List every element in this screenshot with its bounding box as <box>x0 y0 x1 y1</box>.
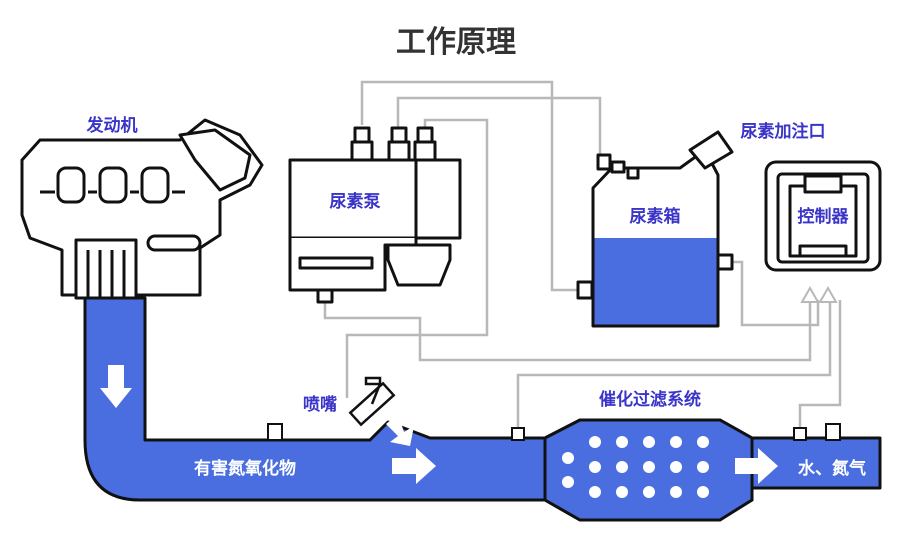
urea-tank-icon <box>576 130 734 328</box>
wire-sensor-controller-2 <box>798 300 842 428</box>
pump-conn-2 <box>390 126 408 144</box>
tank-conn-2 <box>610 160 626 174</box>
sensor-3 <box>793 427 807 441</box>
labels: 工作原理 发动机 尿素泵 尿素箱 尿素加注口 控制器 喷嘴 催化过滤系统 有害氮… <box>86 25 867 479</box>
wire-sensor-controller-1 <box>516 300 832 428</box>
nozzle-stem <box>370 383 382 405</box>
label-urea-tank: 尿素箱 <box>630 206 681 227</box>
sensor-2 <box>511 427 525 441</box>
engine-base <box>74 238 138 300</box>
exhaust-pipe <box>83 296 882 522</box>
pump-filter <box>386 243 452 287</box>
tank-conn-1 <box>596 153 612 171</box>
wire-pump-controller <box>323 300 812 362</box>
tank-liquid <box>593 238 718 326</box>
label-controller: 控制器 <box>798 206 850 227</box>
engine-cyl-1 <box>56 166 86 204</box>
controller-panel <box>788 184 858 258</box>
tank-side-port <box>576 280 594 300</box>
flow-arrow-right-2 <box>735 448 778 484</box>
controller-slot <box>798 244 848 258</box>
pump-outlet <box>316 288 334 304</box>
engine-pipe-ring <box>146 234 202 252</box>
label-nozzle: 喷嘴 <box>303 395 337 415</box>
arrow-head-1 <box>800 285 820 303</box>
tank-conn-3 <box>626 166 640 180</box>
label-urea-filler: 尿素加注口 <box>741 121 826 142</box>
label-engine: 发动机 <box>86 115 138 136</box>
engine-fins <box>86 250 126 298</box>
page-title: 工作原理 <box>396 25 516 60</box>
pump-conn-3-base <box>413 140 437 162</box>
controller-icon <box>764 160 882 272</box>
arrow-head-2 <box>818 285 838 303</box>
flow-arrow-diagonal <box>386 414 414 446</box>
engine-cyl-3 <box>140 166 170 204</box>
control-wires <box>323 80 842 428</box>
controller-top-tab <box>803 174 843 194</box>
wire-tank-side <box>550 98 580 292</box>
wire-pump-nozzle <box>345 118 489 398</box>
flow-arrow-down <box>100 365 132 408</box>
wire-pump-top-2 <box>396 96 552 132</box>
engine-cyl-2 <box>98 166 128 204</box>
nozzle-cap <box>364 376 382 386</box>
engine-manifold <box>178 128 252 192</box>
pump-conn-3 <box>416 126 434 144</box>
sensor-4 <box>825 423 841 441</box>
pump-slot <box>298 256 374 270</box>
tank-sensor-port <box>716 253 734 271</box>
pump-housing <box>288 158 462 240</box>
wire-tank-controller <box>730 260 820 327</box>
pump-conn-2-base <box>387 140 411 162</box>
flow-arrow-right-1 <box>392 448 436 484</box>
pump-conn-1-base <box>350 140 374 162</box>
urea-pump-icon <box>288 126 462 304</box>
engine-icon <box>20 118 264 300</box>
label-harmful-nox: 有害氮氧化物 <box>194 458 296 479</box>
label-urea-pump: 尿素泵 <box>330 192 381 212</box>
controller-input-arrows <box>800 285 838 303</box>
wire-pump-tank-top <box>360 80 602 155</box>
nozzle-icon <box>348 376 396 427</box>
flow-arrow-icon <box>100 365 778 484</box>
pump-conn-1 <box>353 126 371 144</box>
label-catalytic-system: 催化过滤系统 <box>599 389 701 410</box>
label-output: 水、氮气 <box>798 458 866 479</box>
sensor-1 <box>267 423 283 441</box>
sensor-icon <box>267 423 841 441</box>
pipe-body <box>83 296 882 522</box>
tank-filler-neck <box>688 130 734 170</box>
catalytic-holes <box>562 436 709 498</box>
